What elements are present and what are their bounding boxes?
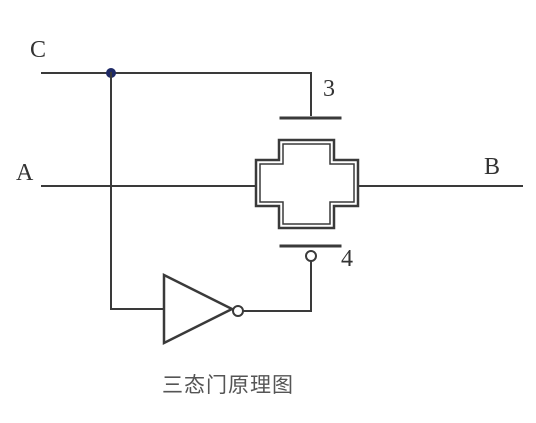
label-b: B	[484, 154, 500, 180]
diagram-caption: 三态门原理图	[0, 369, 536, 399]
label-4: 4	[341, 246, 353, 272]
gate4-bubble	[305, 250, 317, 262]
label-c: C	[30, 37, 46, 63]
transmission-gate-inner	[259, 143, 355, 225]
label-3: 3	[323, 76, 335, 102]
label-a: A	[16, 160, 34, 186]
inverter-triangle	[162, 272, 235, 346]
caption-text: 三态门原理图	[162, 373, 294, 397]
inverter-bubble	[232, 305, 244, 317]
transmission-gate	[254, 138, 360, 230]
